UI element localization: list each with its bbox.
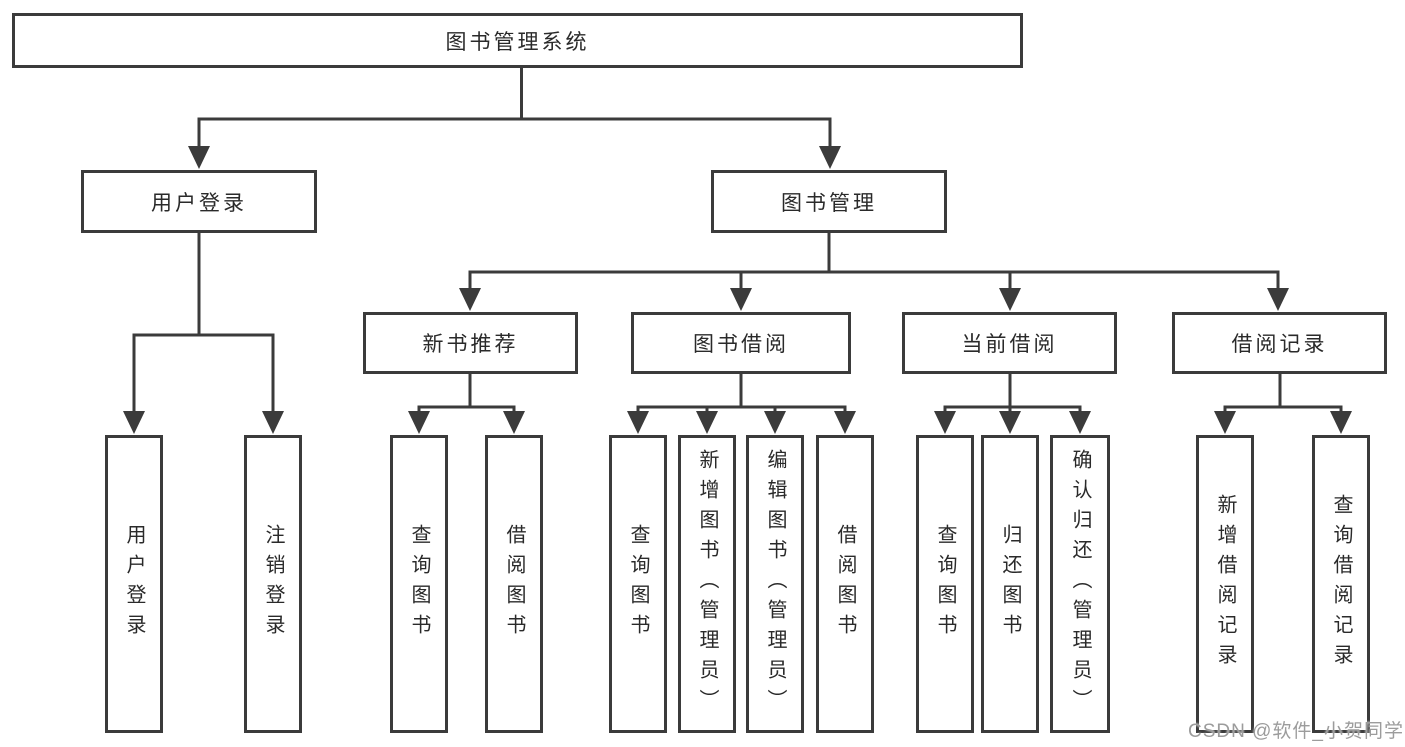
node-leaf-add-book-admin: 新增图书（管理员）	[678, 435, 736, 733]
node-root: 图书管理系统	[12, 13, 1023, 68]
node-leaf-borrow-book-recommend-label: 借阅图书	[503, 524, 525, 644]
node-leaf-query-books-borrow: 查询图书	[609, 435, 667, 733]
node-borrow-records-label: 借阅记录	[1231, 333, 1328, 356]
node-leaf-query-books-borrow-label: 查询图书	[627, 524, 649, 644]
node-leaf-borrow-book-recommend: 借阅图书	[485, 435, 543, 733]
node-leaf-logout-label: 注销登录	[262, 524, 284, 644]
node-leaf-return-book-label: 归还图书	[999, 524, 1021, 644]
node-leaf-query-books-current: 查询图书	[916, 435, 974, 733]
node-leaf-logout: 注销登录	[244, 435, 302, 733]
watermark: CSDN @软件_小贺同学	[1188, 721, 1404, 742]
node-leaf-confirm-return-admin-label: 确认归还（管理员）	[1069, 449, 1091, 719]
arrowheads	[123, 146, 1352, 434]
node-user-login-label: 用户登录	[151, 191, 247, 215]
node-leaf-user-login-label: 用户登录	[123, 524, 145, 644]
node-leaf-query-borrow-record: 查询借阅记录	[1312, 435, 1370, 733]
node-leaf-return-book: 归还图书	[981, 435, 1039, 733]
node-leaf-edit-book-admin-label: 编辑图书（管理员）	[764, 449, 786, 719]
node-root-label: 图书管理系统	[445, 30, 590, 54]
node-leaf-borrow-book: 借阅图书	[816, 435, 874, 733]
node-new-book-recommend: 新书推荐	[363, 312, 578, 374]
node-user-login: 用户登录	[81, 170, 317, 233]
node-book-management-label: 图书管理	[781, 191, 877, 215]
node-leaf-confirm-return-admin: 确认归还（管理员）	[1050, 435, 1110, 733]
node-new-book-recommend-label: 新书推荐	[422, 333, 519, 356]
node-leaf-edit-book-admin: 编辑图书（管理员）	[746, 435, 804, 733]
node-book-borrow-label: 图书借阅	[693, 333, 789, 356]
node-leaf-user-login: 用户登录	[105, 435, 163, 733]
node-leaf-query-borrow-record-label: 查询借阅记录	[1330, 494, 1352, 674]
node-leaf-add-borrow-record-label: 新增借阅记录	[1214, 494, 1236, 674]
node-leaf-add-book-admin-label: 新增图书（管理员）	[696, 449, 718, 719]
node-book-borrow: 图书借阅	[631, 312, 851, 374]
node-current-borrow: 当前借阅	[902, 312, 1117, 374]
node-book-management: 图书管理	[711, 170, 947, 233]
node-leaf-query-books-recommend-label: 查询图书	[408, 524, 430, 644]
node-leaf-query-books-current-label: 查询图书	[934, 524, 956, 644]
node-leaf-add-borrow-record: 新增借阅记录	[1196, 435, 1254, 733]
node-leaf-query-books-recommend: 查询图书	[390, 435, 448, 733]
node-current-borrow-label: 当前借阅	[961, 333, 1058, 356]
node-borrow-records: 借阅记录	[1172, 312, 1387, 374]
node-leaf-borrow-book-label: 借阅图书	[834, 524, 856, 644]
